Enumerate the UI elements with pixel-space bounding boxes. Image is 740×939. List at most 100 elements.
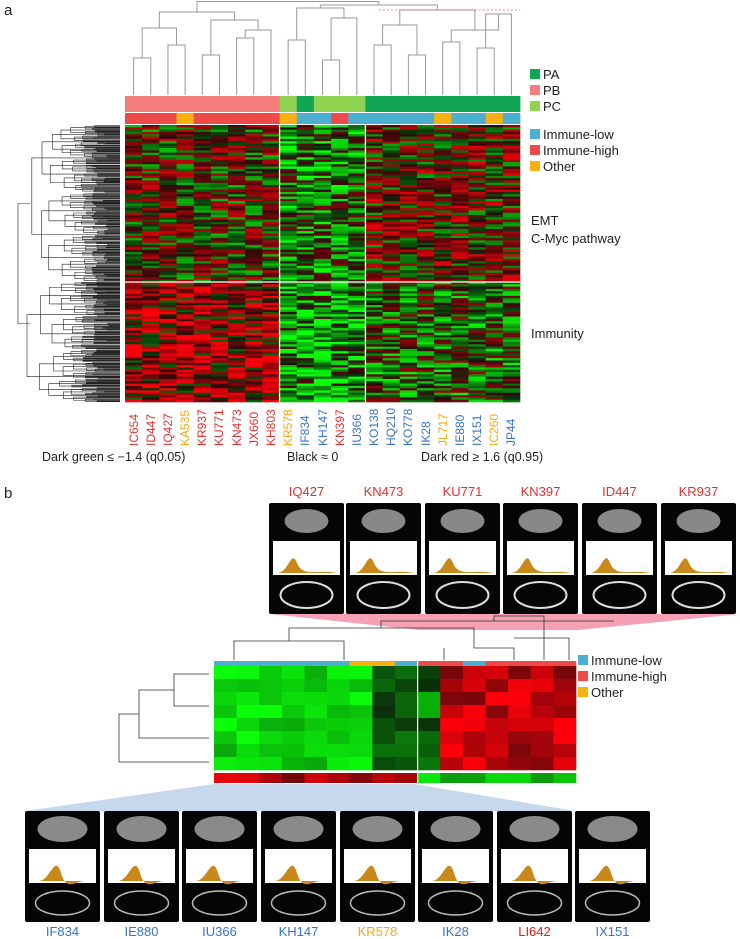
- heatmap-cell: [399, 196, 418, 200]
- heatmap-cell: [451, 314, 469, 317]
- heatmap-cell: [193, 208, 212, 211]
- heatmap-cell: [382, 346, 401, 350]
- heatmap-cell: [228, 228, 246, 232]
- strip-b-cell: [281, 773, 305, 783]
- heatmap-cell: [228, 378, 246, 382]
- heatmap-cell: [313, 221, 332, 225]
- sample-label: JX660: [246, 411, 261, 446]
- heatmap-cell: [485, 187, 504, 190]
- heatmap-cell: [451, 309, 469, 313]
- heatmap-cell: [279, 194, 298, 197]
- heatmap-cell: [434, 254, 452, 257]
- heatmap-cell: [262, 261, 280, 264]
- heatmap-cell: [382, 385, 401, 389]
- heatmap-cell: [382, 268, 401, 271]
- heatmap-cell: [279, 397, 298, 400]
- heatmap-cell: [382, 141, 401, 144]
- heatmap-cell: [399, 157, 418, 160]
- heatmap-cell: [245, 378, 263, 382]
- heatmap-cell: [210, 295, 229, 299]
- heatmap-cell: [296, 381, 315, 384]
- heatmap-cell: [125, 226, 143, 230]
- heatmap-cell: [193, 228, 212, 232]
- heatmap-cell: [399, 150, 418, 153]
- heatmap-cell: [210, 307, 229, 310]
- heatmap-cell: [502, 360, 521, 364]
- heatmap-cell: [502, 291, 521, 294]
- heatmap-cell: [382, 245, 401, 248]
- heatmap-cell: [348, 374, 366, 377]
- scan-image-raw: [587, 816, 638, 842]
- heatmap-cell: [434, 238, 452, 241]
- heatmap-cell: [193, 341, 212, 345]
- heatmap-cell: [416, 388, 435, 391]
- heatmap-cell: [159, 175, 177, 179]
- expression-heatmap: [125, 125, 521, 403]
- heatmap-cell: [468, 399, 486, 403]
- heatmap-cell: [159, 397, 177, 400]
- heatmap-cell: [348, 219, 366, 223]
- heatmap-cell: [502, 265, 521, 269]
- heatmap-cell: [210, 341, 229, 345]
- heatmap-cell: [296, 291, 315, 294]
- heatmap-cell: [434, 166, 452, 170]
- heatmap-cell: [245, 180, 263, 184]
- heatmap-cell: [416, 129, 435, 133]
- sample-label: HQ210: [384, 407, 399, 446]
- heatmap-cell: [125, 395, 143, 398]
- heatmap-cell: [159, 242, 177, 246]
- heatmap-cell: [125, 138, 143, 142]
- heatmap-cell: [365, 378, 383, 382]
- heatmap-cell: [468, 275, 486, 278]
- heatmap-cell: [416, 155, 435, 158]
- heatmap-cell: [262, 272, 280, 276]
- heatmap-cell: [279, 143, 298, 147]
- heatmap-cell: [125, 233, 143, 237]
- heatmap-cell: [468, 143, 486, 147]
- heatmap-cell: [159, 307, 177, 310]
- heatmap-cell: [313, 235, 332, 239]
- heatmap-cell: [262, 378, 280, 382]
- heatmap-cell: [125, 284, 143, 287]
- heatmap-cell: [451, 388, 469, 391]
- heatmap-cell: [502, 157, 521, 160]
- heatmap-b-cell: [236, 731, 260, 745]
- heatmap-cell: [348, 399, 366, 403]
- heatmap-cell: [365, 161, 383, 165]
- heatmap-cell: [142, 360, 160, 364]
- heatmap-cell: [262, 399, 280, 403]
- heatmap-cell: [159, 390, 177, 394]
- heatmap-cell: [245, 371, 263, 375]
- heatmap-cell: [228, 155, 246, 158]
- heatmap-cell: [399, 323, 418, 327]
- heatmap-cell: [365, 293, 383, 297]
- heatmap-cell: [502, 261, 521, 264]
- heatmap-cell: [125, 228, 143, 232]
- heatmap-cell: [176, 194, 194, 197]
- heatmap-cell: [262, 358, 280, 361]
- heatmap-cell: [279, 353, 298, 357]
- heatmap-cell: [245, 321, 263, 324]
- heatmap-cell: [451, 238, 469, 241]
- annotation-b-cell: [395, 661, 418, 666]
- heatmap-cell: [399, 346, 418, 350]
- heatmap-cell: [382, 159, 401, 163]
- heatmap-cell: [365, 221, 383, 225]
- heatmap-cell: [279, 392, 298, 396]
- heatmap-cell: [485, 395, 504, 398]
- group-annotation-cell: [159, 96, 177, 112]
- heatmap-cell: [313, 281, 332, 285]
- scan-image-raw: [440, 509, 485, 533]
- heatmap-cell: [485, 161, 504, 165]
- heatmap-cell: [262, 284, 280, 287]
- heatmap-cell: [434, 307, 452, 310]
- heatmap-cell: [159, 339, 177, 343]
- heatmap-cell: [416, 302, 435, 306]
- heatmap-cell: [176, 157, 194, 160]
- heatmap-cell: [159, 185, 177, 188]
- heatmap-cell: [279, 346, 298, 350]
- heatmap-cell: [365, 376, 383, 380]
- heatmap-cell: [245, 155, 263, 158]
- heatmap-cell: [416, 194, 435, 197]
- heatmap-cell: [210, 358, 229, 361]
